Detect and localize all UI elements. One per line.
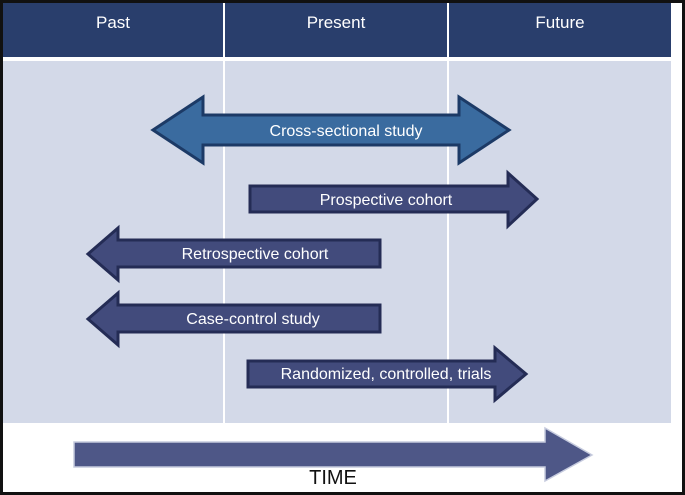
arrows-layer: Cross-sectional study Prospective cohort… <box>73 94 594 489</box>
case-control-label: Case-control study <box>186 311 319 328</box>
time-arrow <box>73 426 594 483</box>
header-column-present: Present <box>306 13 366 32</box>
header-column-past: Past <box>95 13 131 32</box>
case-control-arrow <box>85 289 382 349</box>
retrospective-cohort-arrow <box>85 224 382 284</box>
time-label: TIME <box>309 467 357 489</box>
header-column-future: Future <box>535 13 585 32</box>
cross-sectional-arrow <box>150 94 512 166</box>
column-divider-past-present <box>223 3 225 423</box>
randomized-controlled-trials-label: Randomized, controlled, trials <box>281 366 492 383</box>
timeline-header <box>3 3 671 57</box>
prospective-cohort-label: Prospective cohort <box>320 192 453 209</box>
randomized-controlled-trials-arrow <box>246 344 529 404</box>
prospective-cohort-arrow <box>248 169 540 230</box>
cross-sectional-label: Cross-sectional study <box>270 123 423 140</box>
retrospective-cohort-label: Retrospective cohort <box>182 246 329 263</box>
